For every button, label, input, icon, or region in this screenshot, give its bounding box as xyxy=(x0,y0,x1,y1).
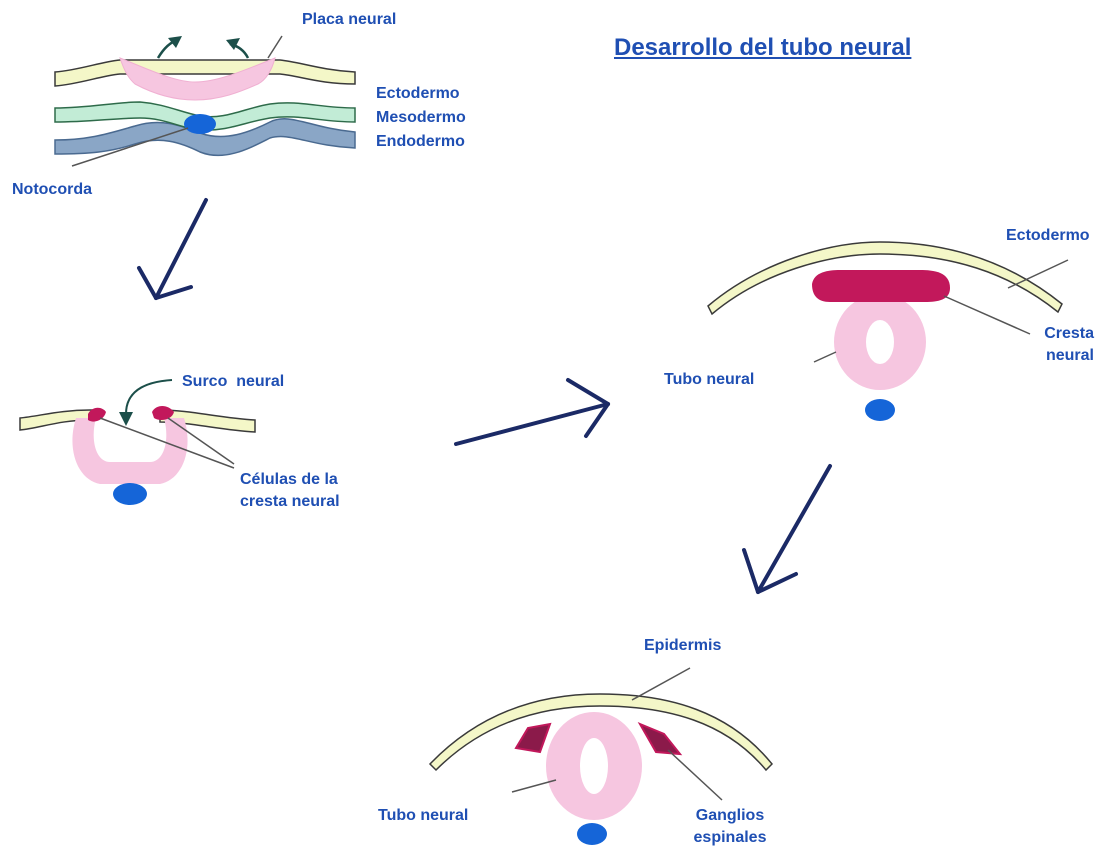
leader-tubo xyxy=(814,352,836,362)
neural-groove xyxy=(72,418,187,484)
label-epidermis: Epidermis xyxy=(644,636,721,656)
notochord xyxy=(577,823,607,845)
leader-tubo xyxy=(512,780,556,792)
label-celulas-line2: cresta neural xyxy=(240,492,340,512)
label-tubo-neural-stage4: Tubo neural xyxy=(378,806,468,826)
label-cresta-line2: neural xyxy=(1000,346,1094,366)
label-ganglios-line1: Ganglios xyxy=(680,806,780,826)
arrow-stage2-to-stage3 xyxy=(456,380,608,444)
arrow-stage1-to-stage2 xyxy=(139,200,206,298)
stage1-neural-plate xyxy=(55,36,355,166)
label-ganglios-line2: espinales xyxy=(680,828,780,848)
notochord xyxy=(865,399,895,421)
ganglion-right xyxy=(640,724,680,754)
diagram-title: Desarrollo del tubo neural xyxy=(614,34,911,62)
leader-placa-neural xyxy=(268,36,282,58)
label-ectodermo: Ectodermo xyxy=(376,84,460,104)
label-surco-neural: Surco neural xyxy=(182,372,284,392)
label-notocorda: Notocorda xyxy=(12,180,92,200)
leader-epidermis xyxy=(632,668,690,700)
label-endodermo: Endodermo xyxy=(376,132,465,152)
label-cresta-line1: Cresta xyxy=(1000,324,1094,344)
neural-tube xyxy=(834,294,926,390)
label-celulas-line1: Células de la xyxy=(240,470,338,490)
notochord xyxy=(184,114,216,134)
arrow-stage3-to-stage4 xyxy=(744,466,830,592)
label-mesodermo: Mesodermo xyxy=(376,108,466,128)
label-tubo-neural-stage3: Tubo neural xyxy=(664,370,754,390)
neural-tube xyxy=(546,712,642,820)
ganglion-left xyxy=(516,724,550,752)
fold-arrow-left-head xyxy=(168,36,182,48)
label-ectodermo-stage3: Ectodermo xyxy=(1006,226,1090,246)
leader-ganglios xyxy=(668,750,722,800)
neural-crest xyxy=(812,270,950,302)
notochord xyxy=(113,483,147,505)
label-placa-neural: Placa neural xyxy=(302,10,396,30)
stage2-neural-groove xyxy=(20,380,255,505)
groove-arrow-head xyxy=(119,412,133,426)
